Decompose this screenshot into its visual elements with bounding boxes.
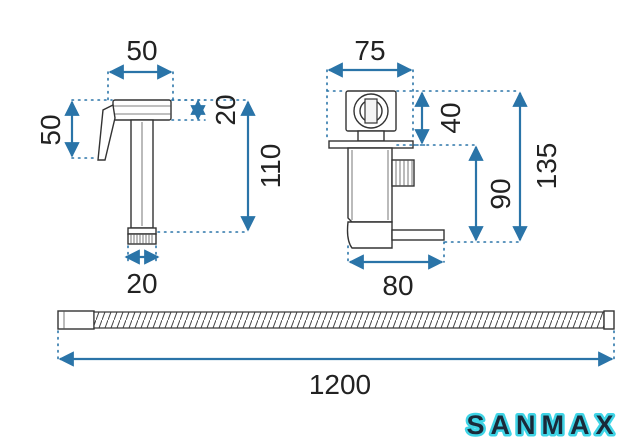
valve-body — [347, 147, 393, 223]
dim-spray-width: 50 — [126, 35, 157, 66]
dim-valve-depth: 80 — [382, 270, 413, 301]
spray-nut — [127, 227, 157, 235]
hose-end-left — [57, 310, 95, 330]
dim-valve-outlet: 90 — [485, 178, 516, 209]
dim-spray-head: 20 — [210, 94, 241, 125]
dim-spray-length: 110 — [255, 144, 286, 189]
spray-lever — [97, 103, 116, 161]
wall-valve-drawing: 75 40 90 135 80 — [326, 35, 562, 301]
sanmax-logo: SANMAX — [464, 408, 619, 443]
valve-flange — [328, 140, 414, 149]
valve-hook — [391, 229, 445, 241]
valve-holder — [346, 221, 393, 249]
hose-body — [93, 311, 605, 329]
dim-spray-height: 50 — [35, 114, 66, 145]
dim-spray-thread: 20 — [126, 268, 157, 299]
hose-end-right — [603, 310, 615, 330]
spray-thread — [127, 233, 157, 245]
dim-valve-width: 75 — [354, 35, 385, 66]
bidet-spray-drawing: 50 50 20 110 20 — [35, 35, 286, 299]
dim-valve-top: 40 — [435, 102, 466, 133]
spray-head — [112, 99, 172, 121]
valve-outlet — [391, 159, 415, 187]
brand-name: SANMAX — [466, 410, 619, 440]
dim-hose-length: 1200 — [309, 369, 371, 400]
dim-valve-height: 135 — [531, 143, 562, 190]
hose-drawing: 1200 — [57, 310, 615, 400]
